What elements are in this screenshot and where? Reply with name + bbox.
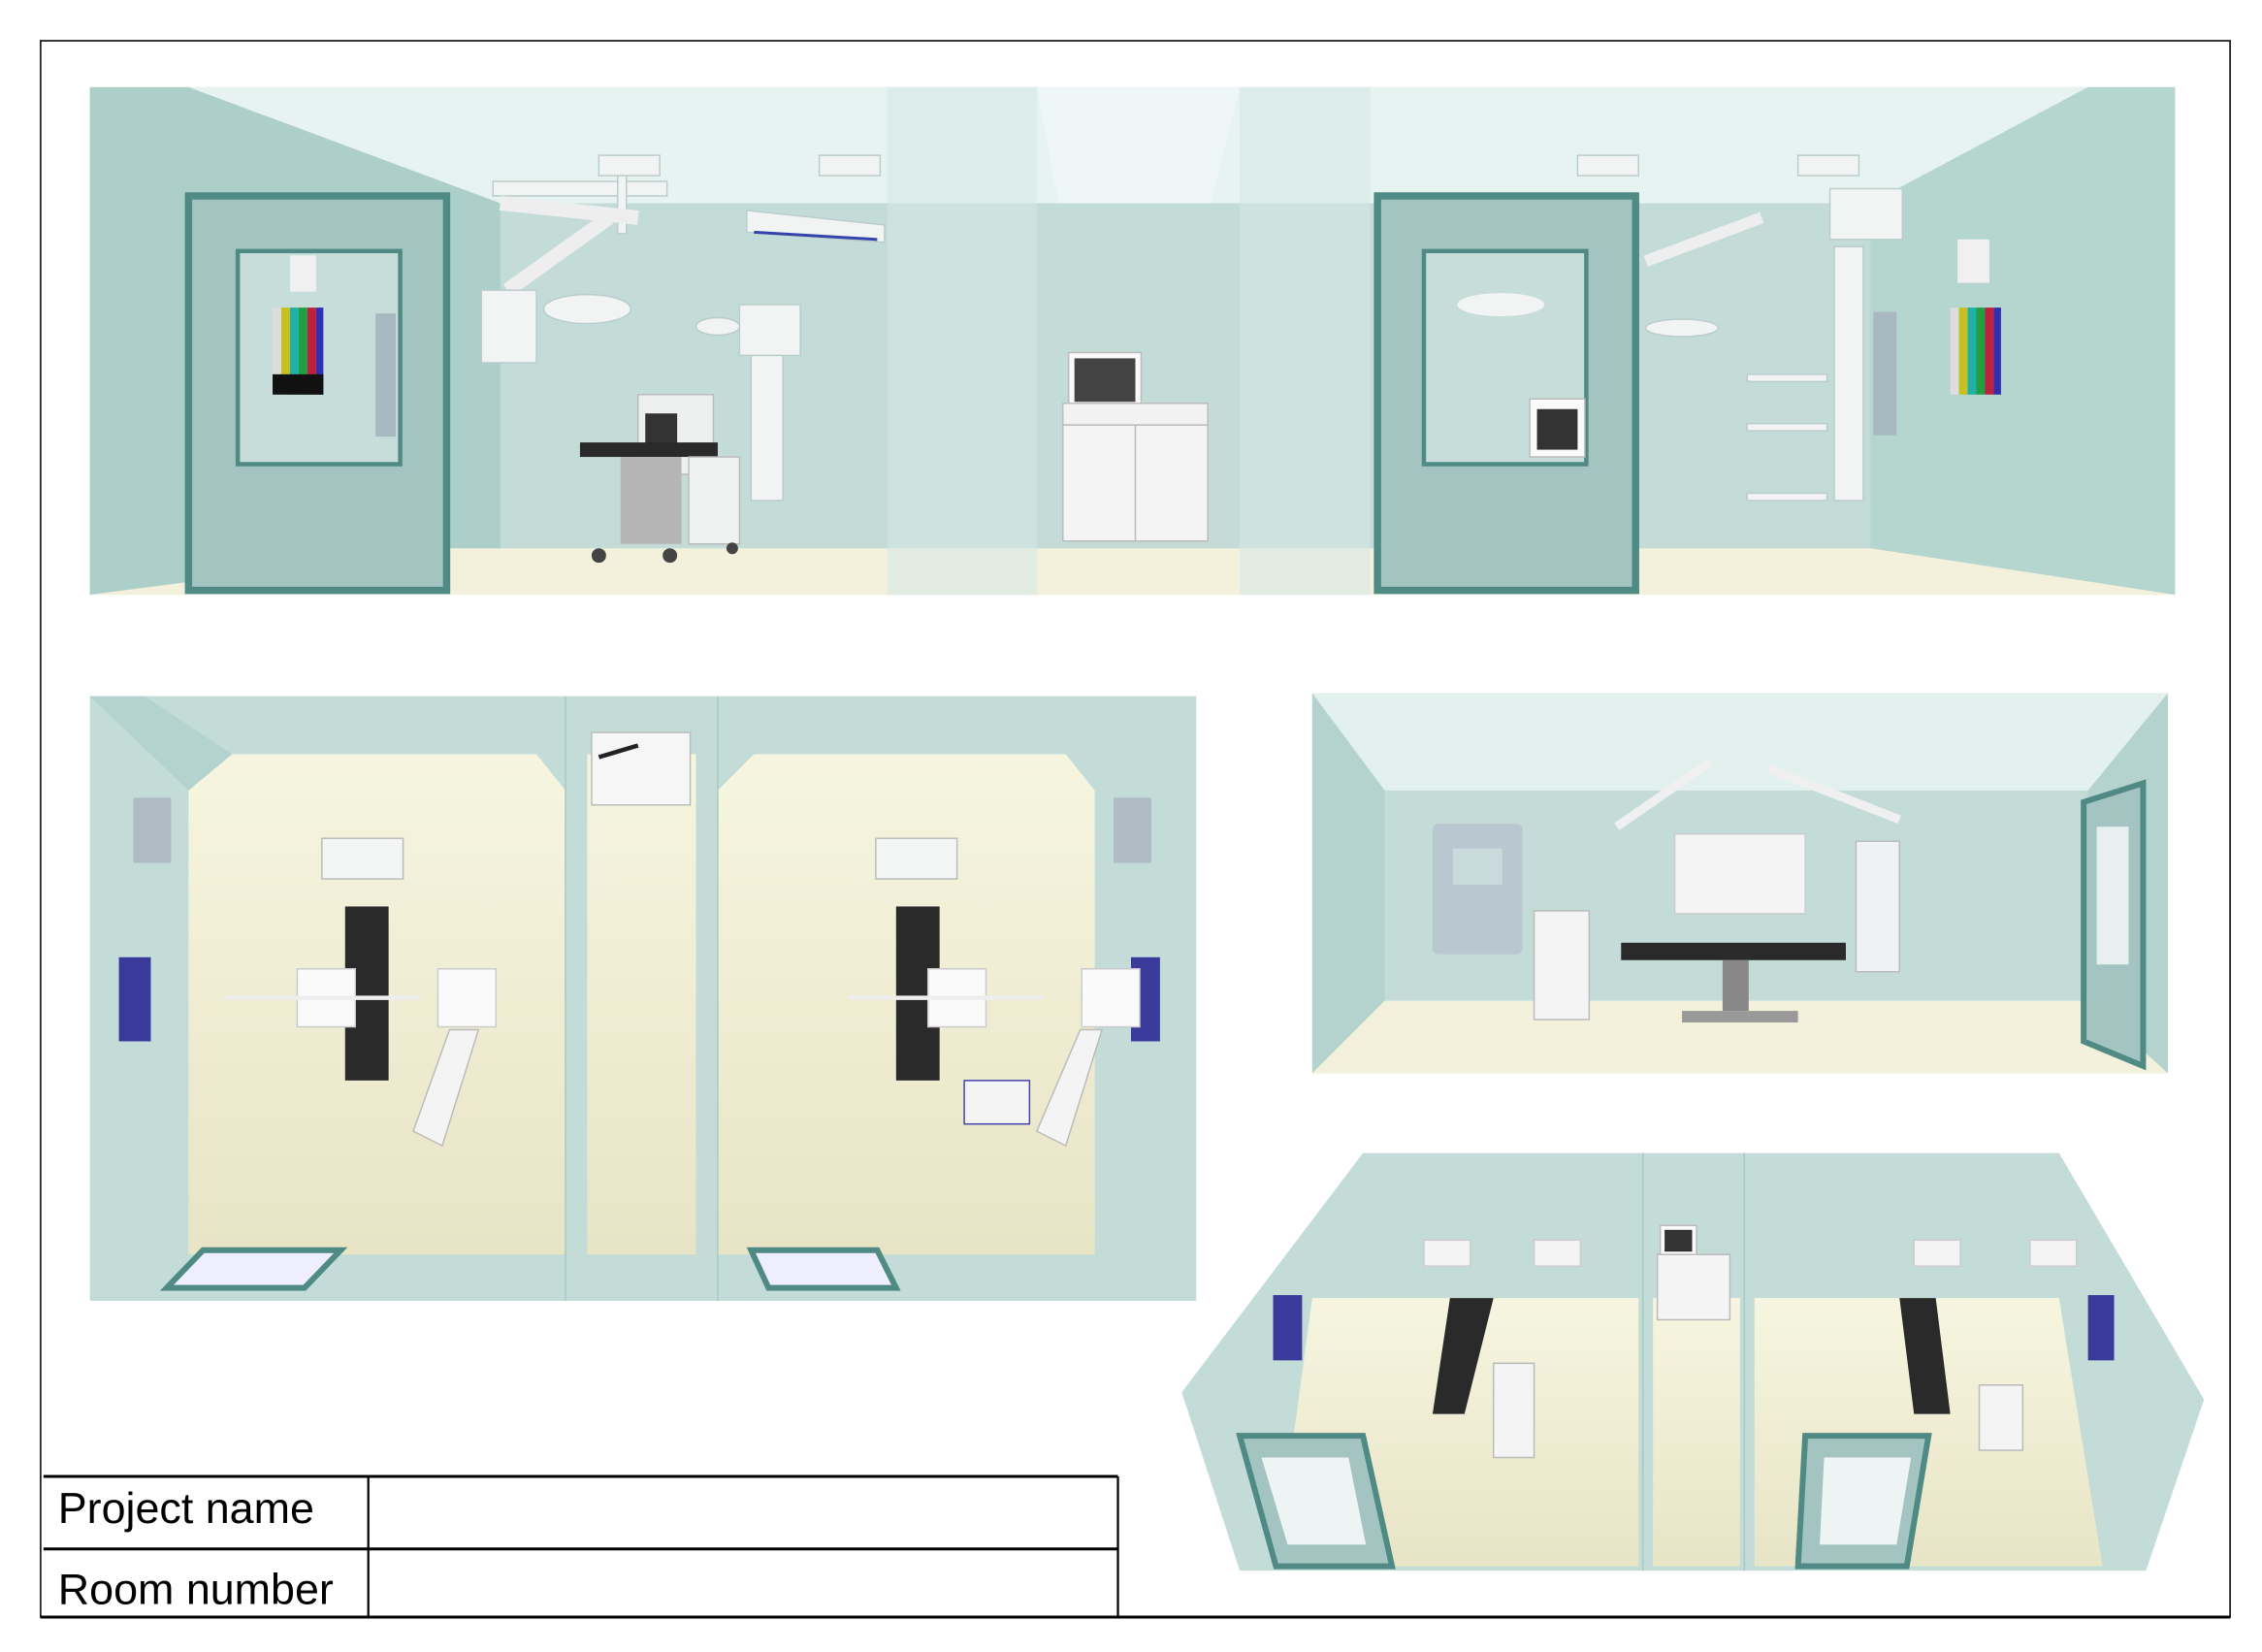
door <box>1432 824 1523 955</box>
operating-table <box>224 837 497 1148</box>
operating-table <box>1899 1298 1951 1414</box>
glass-partition <box>887 86 1037 596</box>
color-bar-monitor <box>118 956 151 1042</box>
wall-panel <box>1114 797 1151 863</box>
color-bar-monitor <box>273 255 324 395</box>
operating-table <box>1432 1298 1494 1414</box>
operating-table <box>579 394 741 564</box>
operating-table <box>848 837 1141 1148</box>
color-bar-monitor <box>1273 1295 1303 1361</box>
surgical-light-pendant <box>480 154 886 502</box>
anesthesia-cart <box>1533 910 1591 1020</box>
elevation-view <box>89 86 2176 596</box>
color-bar-monitor <box>2087 1295 2115 1361</box>
wall-panel <box>1873 311 1897 436</box>
wall-screen <box>1673 832 1806 915</box>
surgical-light-pendant <box>1576 154 1904 502</box>
room-number-label: Room number <box>58 1564 334 1613</box>
door <box>746 1247 901 1291</box>
wall-panel <box>375 313 397 437</box>
plan-view <box>89 696 1197 1302</box>
project-name-label: Project name <box>58 1483 314 1533</box>
glass-partition <box>1240 86 1371 596</box>
door <box>1373 192 1639 595</box>
operating-table <box>1621 942 1846 1023</box>
color-bar-monitor <box>1950 239 2001 395</box>
isometric-view <box>1181 1152 2205 1571</box>
equipment-cabinet <box>1656 1224 1731 1321</box>
title-block: Project name Room number <box>40 1474 2231 1619</box>
perspective-view <box>1311 693 2168 1074</box>
pendant <box>1855 840 1901 973</box>
equipment-cabinet <box>591 731 692 806</box>
wall-panel <box>133 797 172 863</box>
equipment-cabinet <box>1061 351 1209 542</box>
door <box>159 1247 348 1291</box>
